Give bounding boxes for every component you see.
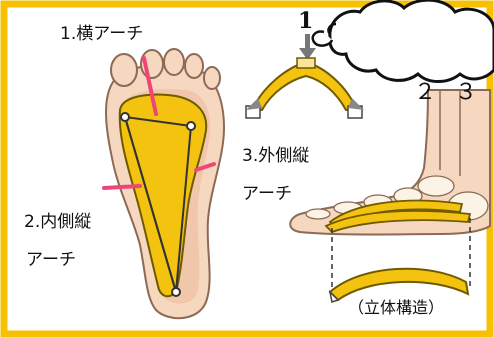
foot-side-view bbox=[290, 90, 490, 290]
structure-caption: （立体構造） bbox=[348, 300, 444, 316]
point-first-metatarsal bbox=[121, 113, 129, 121]
arch-3d-structure bbox=[330, 269, 468, 302]
side-numbers: ２ ３ bbox=[414, 82, 483, 104]
lateral-arch-label-line2: アーチ bbox=[242, 186, 292, 203]
point-heel bbox=[172, 288, 180, 296]
lateral-arch-label-line1: 3.外側縦 bbox=[242, 148, 309, 165]
transverse-arch-label: 1.横アーチ bbox=[60, 26, 143, 43]
thought-cloud bbox=[313, 0, 494, 81]
point-fifth-metatarsal bbox=[187, 122, 195, 130]
medial-arch-label-line1: 2.内側縦 bbox=[24, 214, 91, 231]
marker-medial bbox=[104, 186, 140, 188]
medial-arch-label-line2: アーチ bbox=[26, 252, 76, 269]
force-number: 1 bbox=[298, 10, 313, 32]
foot-sole bbox=[104, 49, 224, 318]
